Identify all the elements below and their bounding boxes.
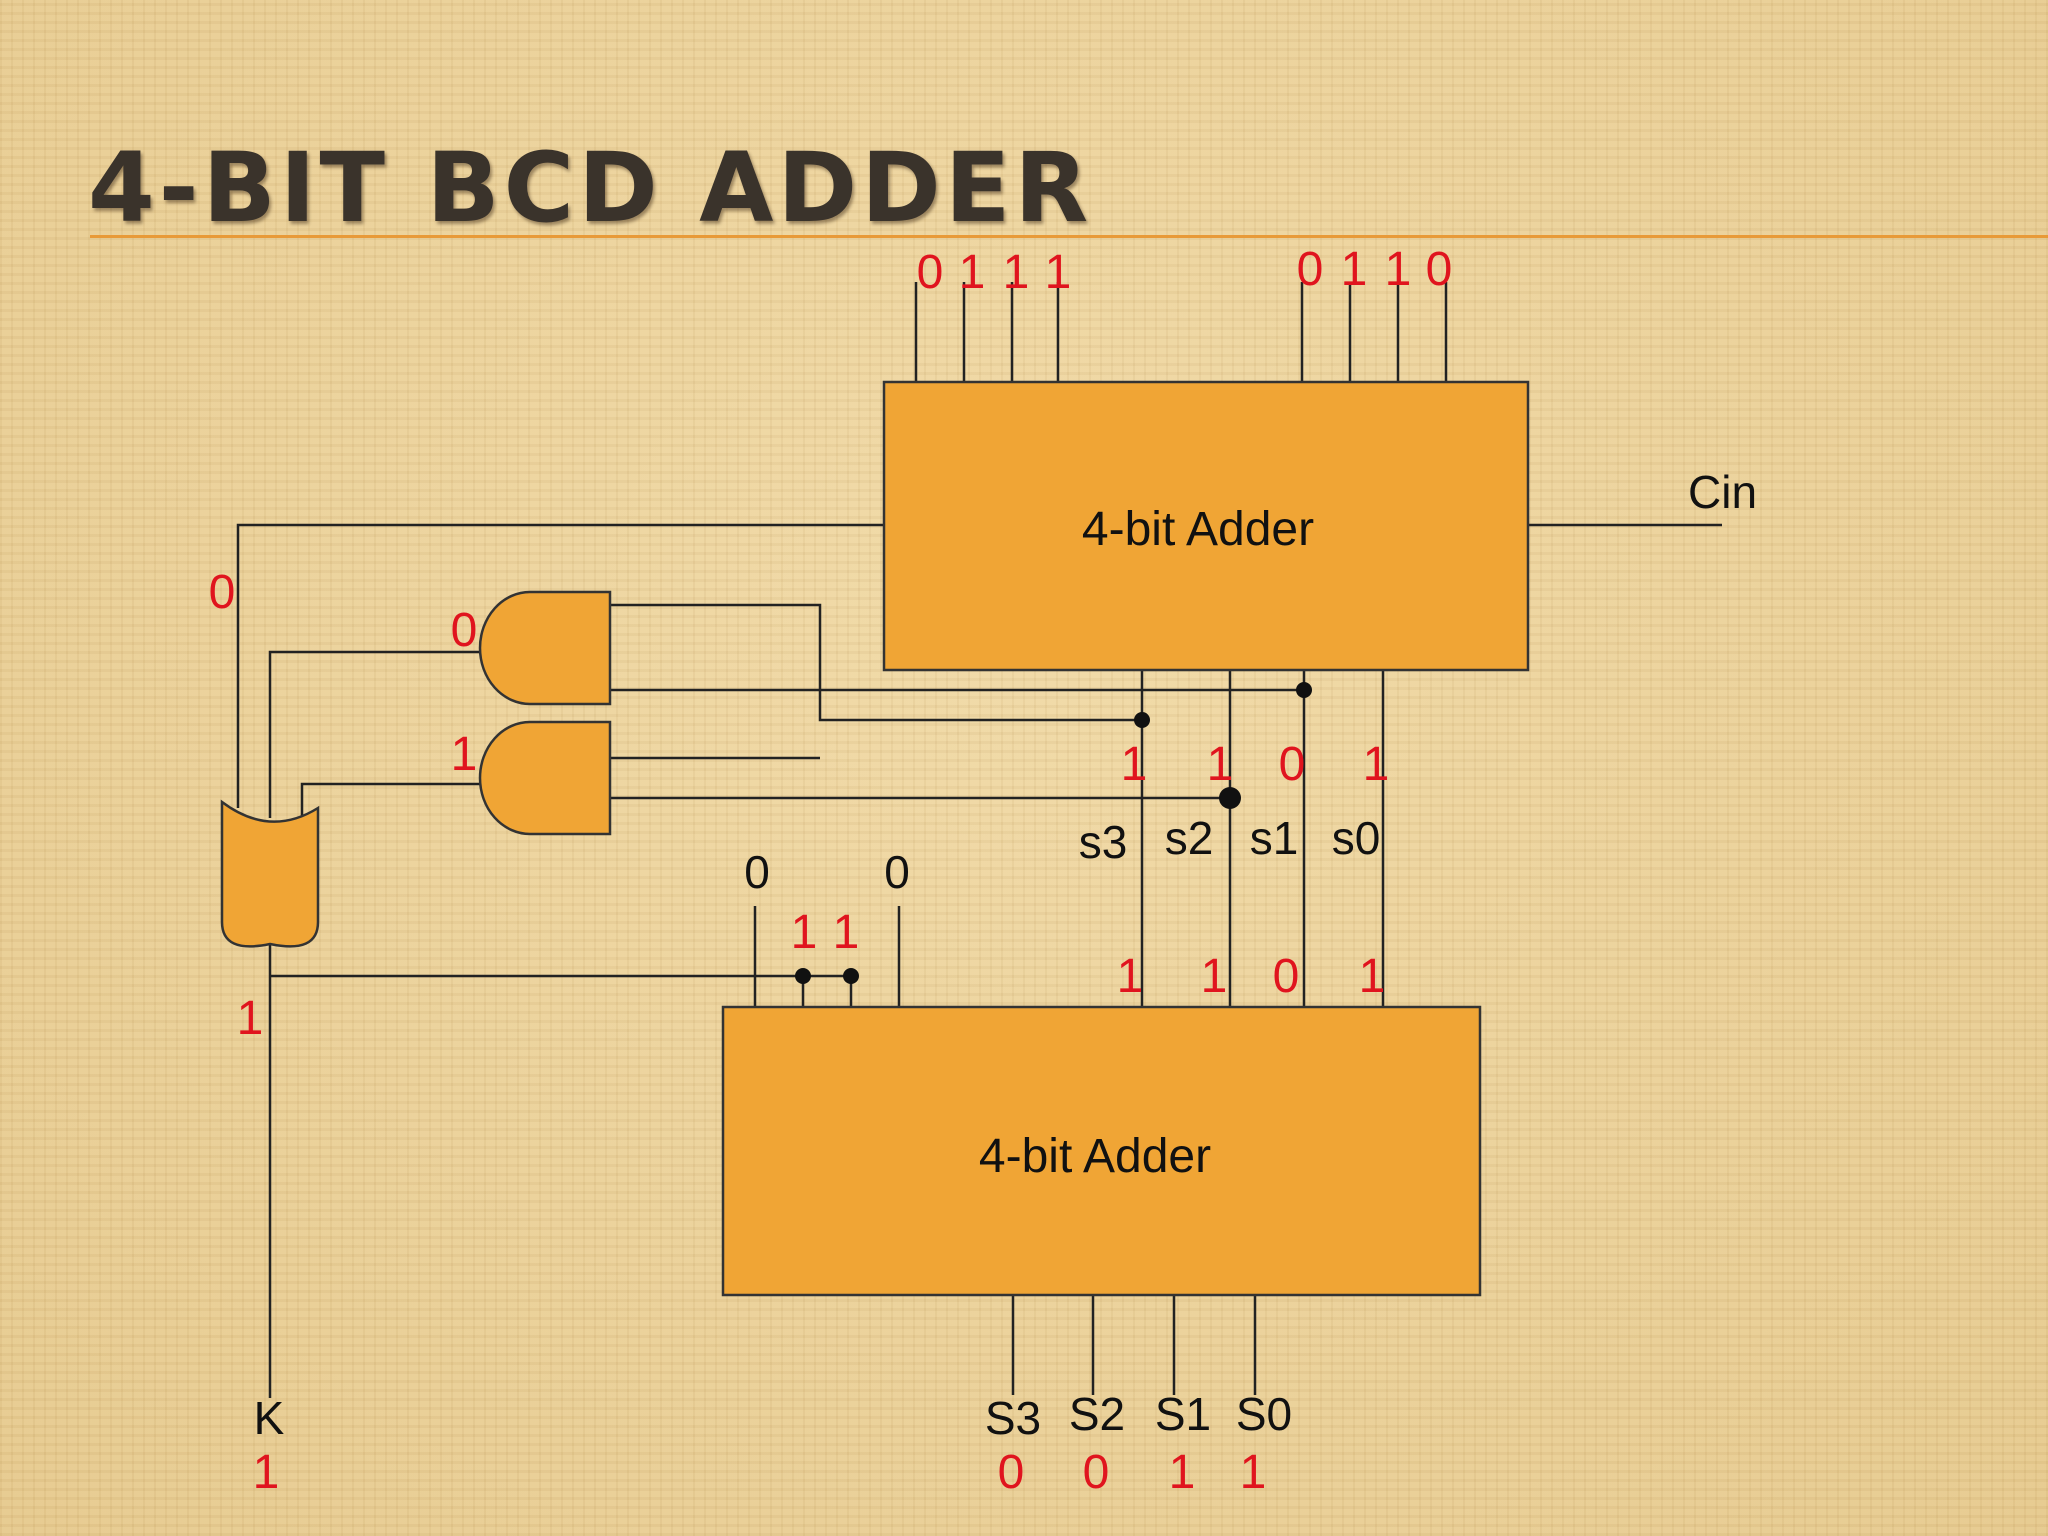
carry-out-bit: 0 (209, 566, 236, 619)
output-s0-label: S0 (1236, 1388, 1292, 1440)
output-s3-label: S3 (985, 1392, 1041, 1444)
junction-dots (795, 682, 1312, 984)
input-a-bit-0: 1 (1045, 246, 1072, 299)
carry-in-label: Cin (1688, 466, 1757, 518)
output-s2-label: S2 (1069, 1388, 1125, 1440)
or-gate (220, 799, 320, 948)
s0-bit-upper: 1 (1363, 738, 1390, 791)
input-a-bit-1: 1 (1003, 246, 1030, 299)
s0-label: s0 (1332, 812, 1381, 864)
input-b-bit-0: 0 (1426, 243, 1453, 296)
top-4bit-adder (882, 380, 1530, 672)
bottom-adder-label: 4-bit Adder (979, 1130, 1211, 1183)
s3-bit-lower: 1 (1117, 950, 1144, 1003)
carry-k-label: K (254, 1392, 285, 1444)
upper-and-gate (478, 590, 612, 706)
s2-label: s2 (1165, 812, 1214, 864)
output-s1-bit: 1 (1169, 1446, 1196, 1499)
input-b-bit-3: 0 (1297, 243, 1324, 296)
correction-bit-0: 0 (884, 846, 910, 898)
input-b-bit-2: 1 (1341, 243, 1368, 296)
s1-label: s1 (1250, 812, 1299, 864)
correction-bit-1: 1 (833, 906, 860, 959)
lower-and-gate (478, 720, 612, 836)
input-a-bit-2: 1 (959, 246, 986, 299)
s2-bit-lower: 1 (1201, 950, 1228, 1003)
output-s3-bit: 0 (998, 1446, 1025, 1499)
input-b-bit-1: 1 (1385, 243, 1412, 296)
carry-k-bit: 1 (253, 1446, 280, 1499)
s1-bit-lower: 0 (1273, 950, 1300, 1003)
s0-bit-lower: 1 (1359, 950, 1386, 1003)
correction-bit-3: 0 (744, 846, 770, 898)
title-underline (90, 235, 2048, 238)
input-a-bit-3: 0 (917, 246, 944, 299)
output-s1-label: S1 (1155, 1388, 1211, 1440)
bottom-4bit-adder (721, 1005, 1482, 1297)
s1-bit-upper: 0 (1279, 738, 1306, 791)
s2-bit-upper: 1 (1207, 738, 1234, 791)
output-s0-bit: 1 (1240, 1446, 1267, 1499)
upper-and-output-bit: 0 (451, 604, 478, 657)
top-adder-label: 4-bit Adder (1082, 503, 1314, 556)
correction-bit-2: 1 (791, 906, 818, 959)
output-s2-bit: 0 (1083, 1446, 1110, 1499)
s3-bit-upper: 1 (1121, 738, 1148, 791)
lower-and-output-bit: 1 (451, 728, 478, 781)
page-title: 4-BIT BCD ADDER (88, 132, 1093, 244)
or-output-bit: 1 (237, 992, 264, 1045)
s3-label: s3 (1079, 816, 1128, 868)
